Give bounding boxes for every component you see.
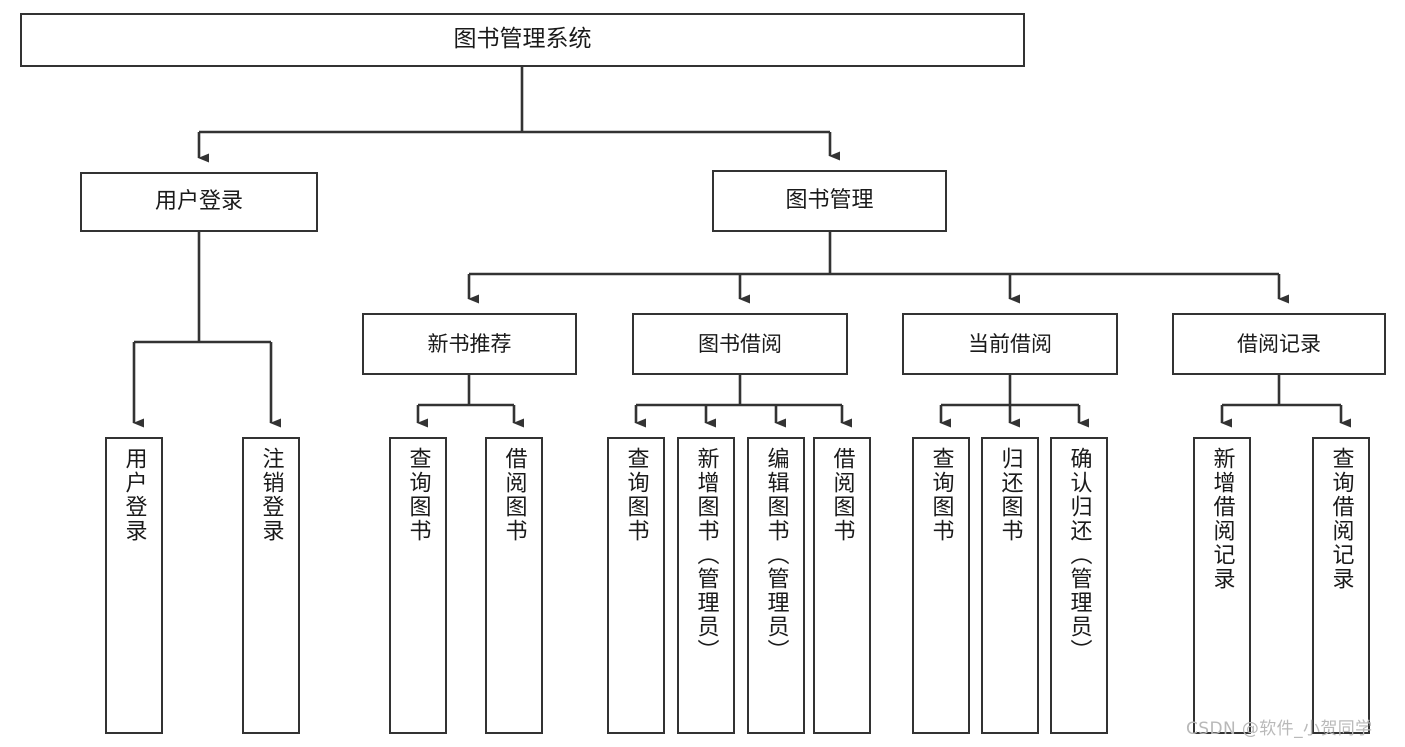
node-label: 新书推荐: [427, 331, 512, 356]
node-label: 查询图书: [623, 447, 649, 543]
node-leaf-user-login[interactable]: 用户登录: [105, 437, 163, 734]
node-label: 借阅记录: [1237, 331, 1321, 356]
node-leaf-logout[interactable]: 注销登录: [242, 437, 300, 734]
node-label: 归还图书: [997, 447, 1023, 543]
node-leaf-query-borrow-record[interactable]: 查询借阅记录: [1312, 437, 1370, 734]
node-book-borrow[interactable]: 图书借阅: [632, 313, 848, 375]
node-user-login[interactable]: 用户登录: [80, 172, 318, 232]
node-book-management[interactable]: 图书管理: [712, 170, 947, 232]
node-label: 新增借阅记录: [1209, 447, 1235, 591]
node-label: 图书管理系统: [453, 26, 592, 53]
node-leaf-query-book-recommend[interactable]: 查询图书: [389, 437, 447, 734]
node-new-book-recommend[interactable]: 新书推荐: [362, 313, 577, 375]
node-label: 查询借阅记录: [1328, 447, 1354, 591]
node-label: 图书管理: [785, 188, 874, 214]
node-leaf-edit-book-admin[interactable]: 编辑图书（管理员）: [747, 437, 805, 734]
node-label: 借阅图书: [501, 447, 527, 543]
node-leaf-add-borrow-record[interactable]: 新增借阅记录: [1193, 437, 1251, 734]
node-label: 用户登录: [121, 447, 147, 543]
node-label: 新增图书（管理员）: [693, 447, 719, 663]
node-current-borrow[interactable]: 当前借阅: [902, 313, 1118, 375]
node-leaf-confirm-return-admin[interactable]: 确认归还（管理员）: [1050, 437, 1108, 734]
node-label: 当前借阅: [968, 331, 1052, 356]
node-label: 查询图书: [928, 447, 954, 543]
node-label: 编辑图书（管理员）: [763, 447, 789, 663]
node-label: 用户登录: [154, 189, 243, 215]
node-leaf-query-book-borrow[interactable]: 查询图书: [607, 437, 665, 734]
node-leaf-borrow-book[interactable]: 借阅图书: [813, 437, 871, 734]
node-label: 借阅图书: [829, 447, 855, 543]
node-label: 注销登录: [258, 447, 284, 543]
node-leaf-return-book[interactable]: 归还图书: [981, 437, 1039, 734]
watermark: CSDN @软件_小贺同学: [1186, 719, 1373, 739]
node-label: 确认归还（管理员）: [1066, 447, 1092, 663]
node-leaf-add-book-admin[interactable]: 新增图书（管理员）: [677, 437, 735, 734]
node-leaf-query-book-current[interactable]: 查询图书: [912, 437, 970, 734]
node-label: 图书借阅: [698, 331, 782, 356]
node-root-system[interactable]: 图书管理系统: [20, 13, 1025, 67]
node-leaf-borrow-book-recommend[interactable]: 借阅图书: [485, 437, 543, 734]
node-label: 查询图书: [405, 447, 431, 543]
node-borrow-record[interactable]: 借阅记录: [1172, 313, 1386, 375]
